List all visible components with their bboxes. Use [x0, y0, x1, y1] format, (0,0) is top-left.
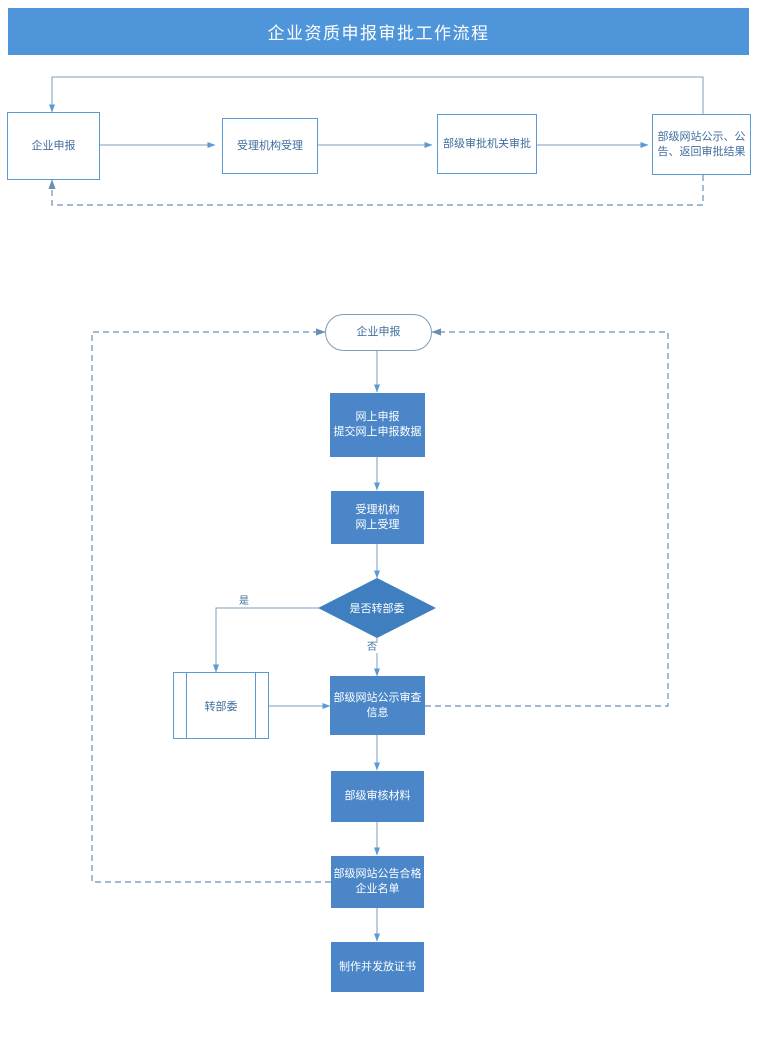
node-label: 转部委 [204, 699, 238, 713]
node-produce-and-issue-certificate[interactable]: 制作并发放证书 [331, 942, 424, 992]
node-label: 企业申报 [31, 138, 76, 152]
node-label: 部级网站公示审查 信息 [334, 691, 422, 721]
node-label-line1: 部级网站公告合格 [333, 867, 422, 881]
node-label: 受理机构受理 [237, 138, 303, 152]
edge-d7-d0-left-return [91, 328, 331, 883]
edge-t4-t1-top-feedback [49, 76, 704, 116]
node-label-line2: 信息 [366, 705, 389, 719]
node-label-line1: 受理机构 [355, 502, 400, 516]
node-transfer-to-ministry[interactable]: 转部委 [173, 672, 269, 739]
node-top-enterprise-application[interactable]: 企业申报 [7, 112, 100, 180]
node-label-line2: 企业名单 [355, 882, 400, 895]
edge-d3-d4-yes [213, 607, 330, 673]
node-label: 部级审核材料 [344, 789, 411, 803]
node-ministry-material-review[interactable]: 部级审核材料 [331, 771, 424, 822]
node-label: 网上申报 提交网上申报数据 [334, 410, 422, 440]
node-decision-transfer-to-ministry[interactable]: 是否转部委 [318, 578, 436, 638]
edge-t4-t1-bottom-feedback [48, 175, 704, 206]
edge-label-yes: 是 [238, 596, 250, 607]
node-label: 是否转部委 [349, 602, 405, 615]
node-top-acceptance-agency[interactable]: 受理机构受理 [222, 118, 318, 174]
node-label: 部级审批机关审批 [443, 136, 531, 150]
node-label: 部级网站公示、公告、返回审批结果 [657, 129, 746, 158]
node-agency-online-acceptance[interactable]: 受理机构 网上受理 [331, 491, 424, 544]
node-label-line1: 网上申报 [355, 410, 400, 424]
node-top-ministry-publication[interactable]: 部级网站公示、公告、返回审批结果 [652, 114, 751, 175]
edge-d5-d0-right-return [425, 328, 669, 707]
node-online-application[interactable]: 网上申报 提交网上申报数据 [330, 393, 425, 457]
page-title-bar: 企业资质申报审批工作流程 [8, 8, 749, 55]
node-label-line2: 网上受理 [355, 517, 400, 531]
node-ministry-site-qualified-list[interactable]: 部级网站公告合格 企业名单 [331, 856, 424, 908]
node-label-line2: 提交网上申报数据 [333, 425, 422, 438]
node-label: 企业申报 [356, 325, 401, 339]
edge-label-no: 否 [366, 642, 378, 653]
node-label-line1: 部级网站公示审查 [333, 690, 422, 704]
node-ministry-site-review-info[interactable]: 部级网站公示审查 信息 [330, 676, 425, 735]
node-top-ministry-approval[interactable]: 部级审批机关审批 [437, 114, 537, 174]
node-label: 制作并发放证书 [339, 959, 416, 973]
page-title: 企业资质申报审批工作流程 [267, 24, 490, 44]
node-detail-start-enterprise-application[interactable]: 企业申报 [325, 314, 432, 351]
node-label: 受理机构 网上受理 [356, 503, 400, 533]
node-label: 部级网站公告合格 企业名单 [334, 867, 422, 897]
